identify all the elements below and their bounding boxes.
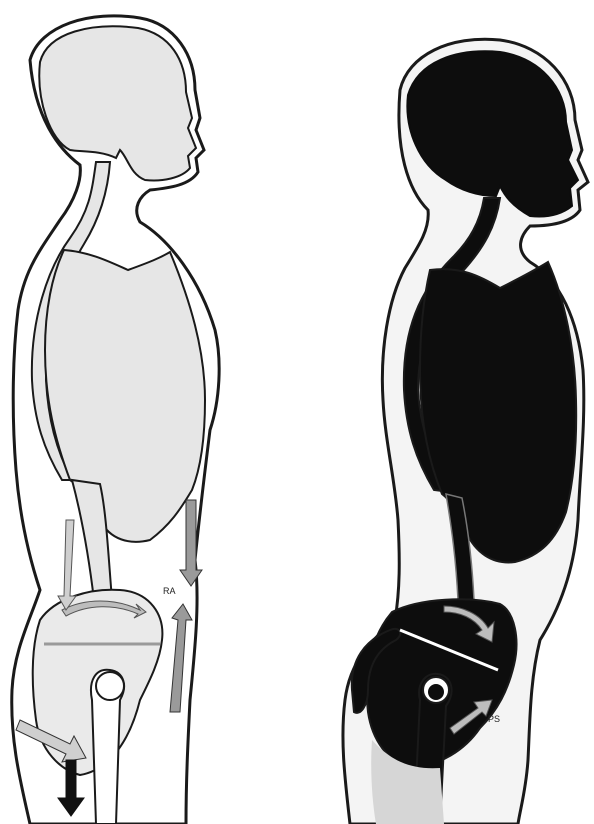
right-hip-joint-inner xyxy=(428,684,444,700)
left-figure: RA xyxy=(12,16,219,824)
right-figure: PS xyxy=(343,39,588,824)
left-muscle-label: RA xyxy=(163,586,176,596)
left-hip-joint xyxy=(96,672,124,700)
right-muscle-label: PS xyxy=(488,714,500,724)
